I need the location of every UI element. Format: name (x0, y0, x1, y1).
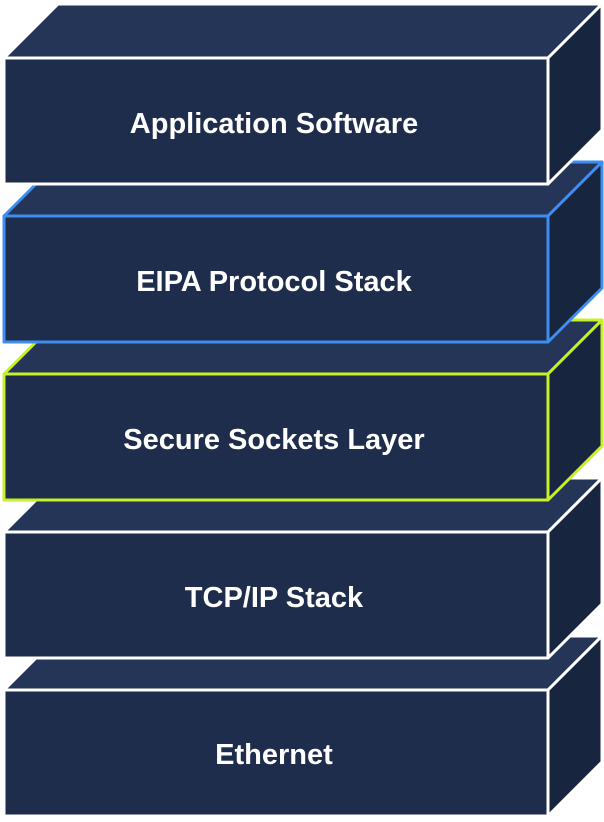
layer-ethernet: Ethernet (2, 634, 604, 818)
layer-eipa-protocol-stack-front-face (2, 214, 550, 344)
layer-tcp-ip-stack: TCP/IP Stack (2, 476, 604, 660)
layer-application-software-label: Application Software (130, 108, 418, 140)
layer-eipa-protocol-stack-label: EIPA Protocol Stack (136, 266, 412, 298)
layer-secure-sockets-layer-front-face (2, 372, 550, 502)
layer-tcp-ip-stack-front-face (2, 530, 550, 660)
layer-application-software: Application Software (2, 2, 604, 186)
layer-ethernet-front-face (2, 688, 550, 818)
layer-application-software-top-face (2, 2, 604, 60)
layer-secure-sockets-layer: Secure Sockets Layer (2, 318, 604, 502)
layer-eipa-protocol-stack: EIPA Protocol Stack (2, 160, 604, 344)
layer-secure-sockets-layer-label: Secure Sockets Layer (123, 424, 424, 456)
layer-tcp-ip-stack-label: TCP/IP Stack (185, 582, 364, 614)
layer-application-software-front-face (2, 56, 550, 186)
layer-ethernet-label: Ethernet (215, 739, 333, 771)
